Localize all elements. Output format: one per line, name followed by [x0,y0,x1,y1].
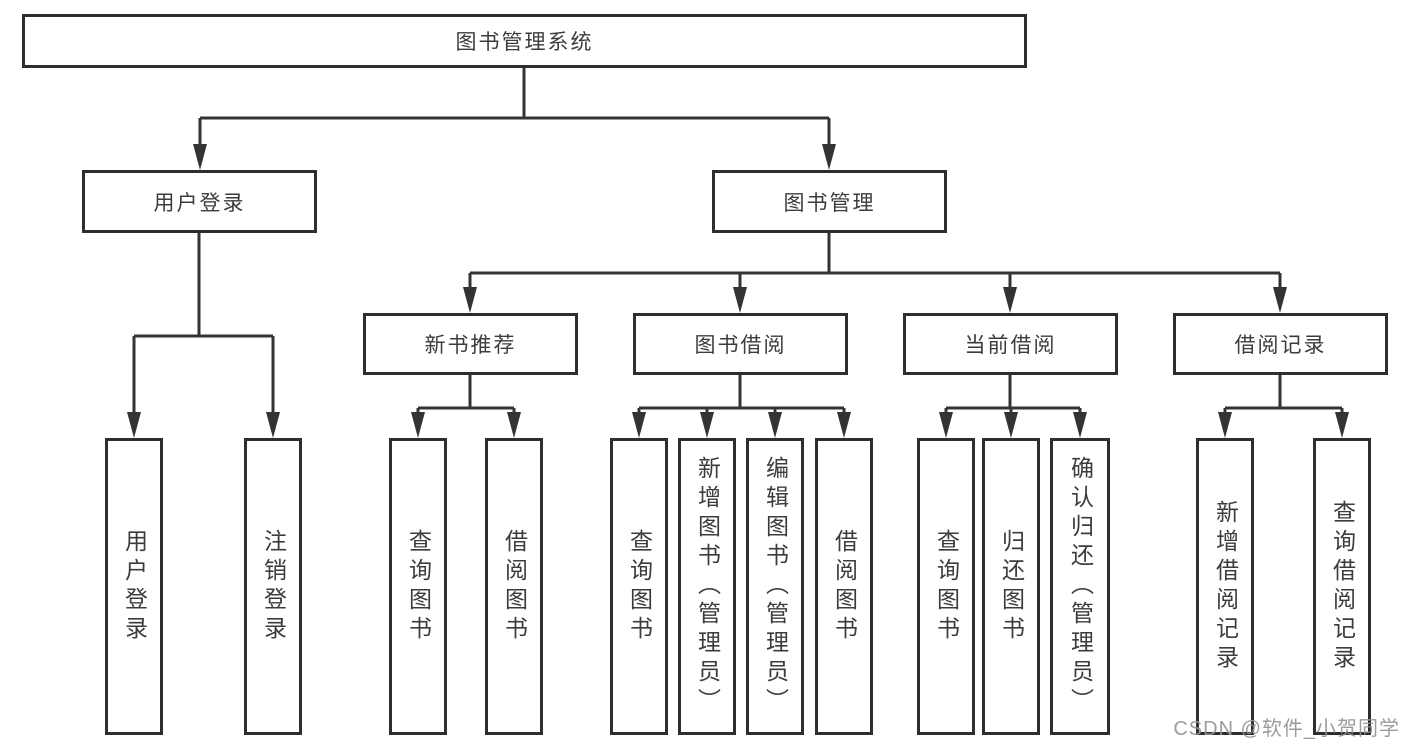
node-label: 当前借阅 [964,334,1057,357]
leaf-label: 查询图书 [405,528,432,645]
leaf-add-borrow-record: 新增借阅记录 [1196,438,1254,735]
node-borrowing-records: 借阅记录 [1173,313,1388,375]
node-label: 用户登录 [153,191,246,215]
leaf-query-books-3: 查询图书 [917,438,975,735]
node-book-borrowing: 图书借阅 [633,313,848,375]
leaf-logout: 注销登录 [244,438,302,735]
node-book-management-system: 图书管理系统 [22,14,1027,68]
node-book-management: 图书管理 [712,170,947,233]
node-label: 借阅记录 [1234,334,1327,357]
node-label: 新书推荐 [424,334,517,357]
node-label: 图书管理 [783,191,876,215]
leaf-label: 用户登录 [121,528,148,645]
leaf-edit-books-admin: 编辑图书（管理员） [746,438,804,735]
leaf-borrow-books-1: 借阅图书 [485,438,543,735]
leaf-confirm-return-admin: 确认归还（管理员） [1050,438,1110,735]
leaf-return-books: 归还图书 [982,438,1040,735]
leaf-label: 归还图书 [998,528,1025,645]
node-user-login: 用户登录 [82,170,317,233]
leaf-label: 查询图书 [933,528,960,645]
leaf-label: 借阅图书 [501,528,528,645]
node-label: 图书借阅 [694,334,787,357]
leaf-query-books-1: 查询图书 [389,438,447,735]
leaf-query-books-2: 查询图书 [610,438,668,735]
leaf-label: 注销登录 [260,528,287,645]
node-new-book-recommendation: 新书推荐 [363,313,578,375]
leaf-label: 借阅图书 [831,528,858,645]
leaf-query-borrow-record: 查询借阅记录 [1313,438,1371,735]
leaf-label: 新增图书（管理员） [694,456,721,717]
node-current-borrowing: 当前借阅 [903,313,1118,375]
leaf-label: 确认归还（管理员） [1067,456,1094,717]
node-label: 图书管理系统 [455,31,594,54]
leaf-label: 查询借阅记录 [1329,499,1356,674]
leaf-label: 查询图书 [626,528,653,645]
leaf-label: 新增借阅记录 [1212,499,1239,674]
leaf-user-login: 用户登录 [105,438,163,735]
csdn-watermark: CSDN @软件_小贺同学 [1173,718,1400,740]
leaf-label: 编辑图书（管理员） [762,456,789,717]
leaf-add-books-admin: 新增图书（管理员） [678,438,736,735]
leaf-borrow-books-2: 借阅图书 [815,438,873,735]
